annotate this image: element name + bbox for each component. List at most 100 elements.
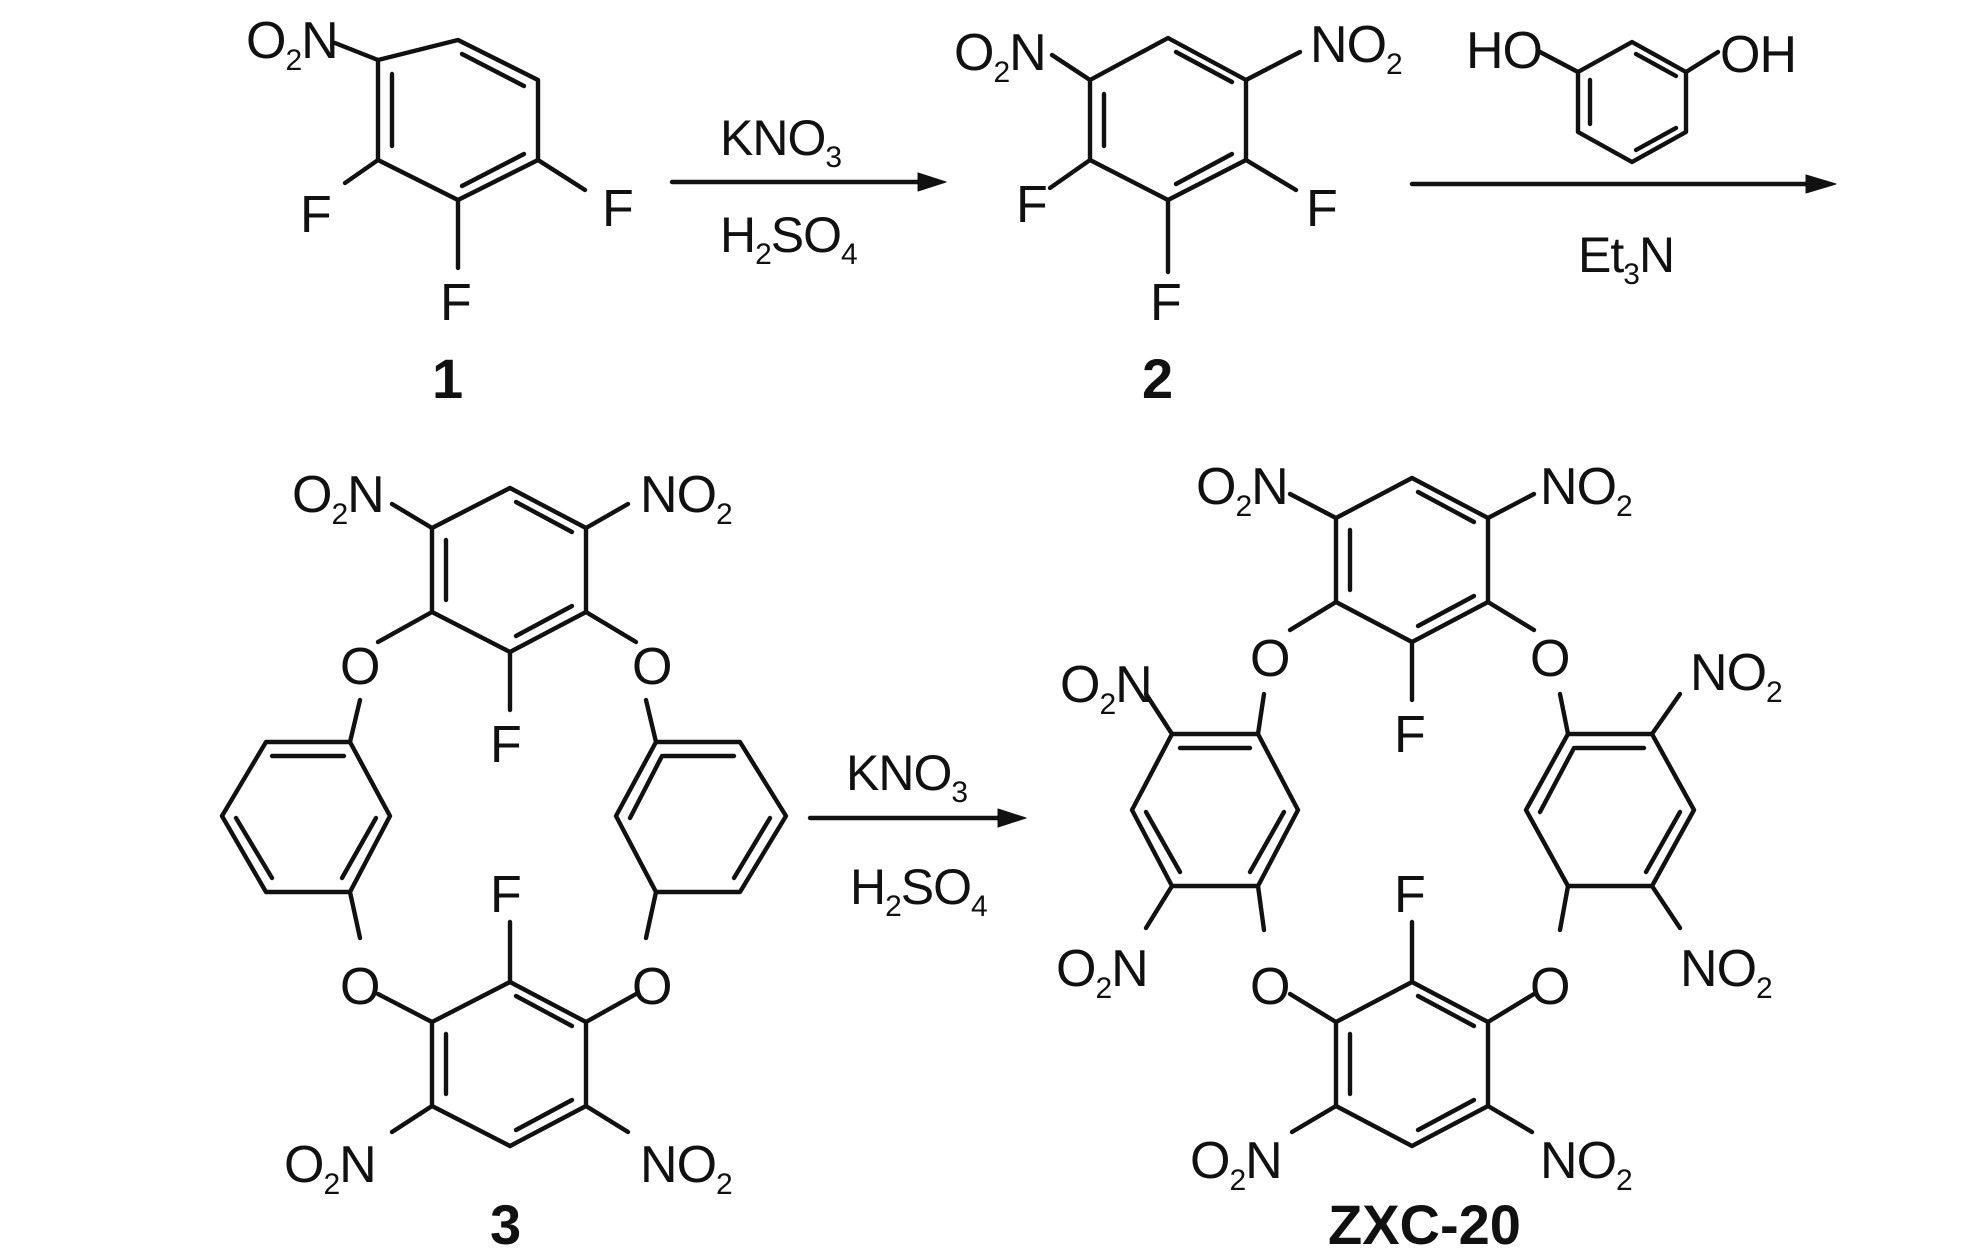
resorcinol-ring [1575,39,1689,165]
resorcinol-structure: HO OH [1466,22,1797,165]
compound-3-right-ring [613,739,789,895]
zxc20-inner-bond [1643,809,1683,875]
compound-3-bottom-ring [429,979,589,1149]
compound-3-no2-label: NO2 [640,466,732,531]
compound-2-fluorine-label: F [1150,274,1181,332]
compound-3-label: 3 [490,1193,521,1252]
zxc20-inner-bond [1247,809,1287,875]
compound-2-f-bond [1047,157,1093,191]
resorcinol-ho-label: HO [1466,22,1542,80]
compound-1-no2-bond [332,40,381,63]
zxc20-no2-bond [1485,1103,1535,1135]
compound-3-ether-bond [375,991,435,1025]
zxc20-ether-bond [1557,691,1571,737]
compound-3-inner-bond [513,1097,575,1133]
reagent-h2so4: H2SO4 [720,207,857,271]
resorcinol-inner-bond [1633,51,1679,79]
reaction-arrow-1 [669,172,947,192]
compound-2-inner-bond [1173,49,1235,85]
compound-2-no2-label: NO2 [1310,16,1402,81]
compound-3-ether-oxygen: O [340,638,379,696]
zxc20-no2-bond [1287,491,1339,521]
compound-2-label: 2 [1142,347,1173,410]
zxc20-ether-bond [1255,883,1267,933]
zxc20-bottom-ring [1333,979,1491,1149]
zxc20-ether-bond [1485,599,1537,633]
zxc20-no2-label: NO2 [1540,1132,1632,1197]
zxc20-ether-oxygen: O [1250,958,1289,1016]
zxc20-ether-bond [1287,991,1339,1025]
zxc20-ether-oxygen: O [1250,630,1289,688]
zxc20-ether-oxygen: O [1530,958,1569,1016]
arrowhead [917,172,947,192]
compound-1-fluorine-label: F [300,186,331,244]
compound-3-ether-bond [583,609,639,645]
resorcinol-inner-bond [1633,125,1679,153]
resorcinol-oh-label: OH [1720,26,1796,84]
zxc20-no2-label: O2N [1056,940,1148,1005]
compound-zxc20-label: ZXC-20 [1328,1193,1521,1252]
compound-3-inner-bond [731,815,773,881]
compound-3-inner-bond [513,603,575,639]
compound-2-ring [1087,35,1249,203]
compound-3-inner-bond [233,815,275,881]
zxc20-no2-label: NO2 [1680,940,1772,1005]
zxc20-no2-bond [1143,691,1175,737]
compound-3-fluorine-label: F [490,866,521,924]
zxc20-ether-bond [1255,691,1267,737]
compound-2-fluorine-label: F [1016,176,1047,234]
compound-1-inner-bond [459,51,527,89]
zxc20-no2-label: O2N [1060,656,1152,721]
compound-2-no2-label: O2N [954,24,1046,89]
zxc20-inner-bond [1415,1097,1477,1133]
compound-3-no2-bond [583,1103,631,1135]
zxc20-inner-bond [1415,489,1477,525]
compound-3-inner-bond [627,753,665,821]
compound-3-no2-label: NO2 [640,1136,732,1201]
zxc20-no2-label: NO2 [1690,644,1782,709]
compound-3-no2-label: O2N [292,466,384,531]
compound-3-inner-bond [339,815,379,881]
zxc20-no2-label: O2N [1196,458,1288,523]
reagent-et3n: Et3N [1578,227,1674,291]
compound-3-ether-bond [643,697,659,745]
compound-3-no2-bond [389,501,435,531]
zxc20-ether-bond [1485,991,1537,1025]
zxc20-top-ring [1333,475,1491,645]
compound-3-ether-bond [375,609,435,645]
compound-1-structure: O2N F F F 1 [246,12,634,410]
zxc20-ether-bond [1557,883,1571,933]
compound-2-inner-bond [1173,151,1235,187]
compound-3-ether-oxygen: O [632,958,671,1016]
compound-1-label: 1 [432,347,463,410]
resorcinol-oh-bond [1537,49,1581,75]
compound-1-ring [375,37,541,203]
zxc20-no2-bond [1649,691,1683,737]
compound-1-inner-bond [459,151,527,189]
zxc20-no2-bond [1485,491,1537,521]
arrowhead [997,808,1027,828]
zxc20-inner-bond [1415,593,1477,629]
compound-3-ether-oxygen: O [632,638,671,696]
resorcinol-oh-bond [1683,49,1721,75]
compound-3-fluorine-label: F [490,716,521,774]
compound-3-inner-bond [513,993,575,1029]
arrowhead [1805,174,1837,194]
compound-1-f-bond [535,157,588,193]
compound-zxc20-structure: O2N NO2 F O O O2N O2N NO2 NO2 [1056,458,1783,1252]
zxc20-ether-oxygen: O [1530,630,1569,688]
compound-3-ether-bond [347,697,363,745]
zxc20-no2-bond [1649,883,1683,931]
reagent-h2so4: H2SO4 [850,859,987,923]
compound-3-no2-bond [583,501,631,531]
zxc20-fluorine-label: F [1394,706,1425,764]
zxc20-no2-bond [1143,883,1175,931]
zxc20-left-ring [1129,731,1301,889]
compound-3-no2-bond [389,1103,435,1135]
zxc20-no2-label: O2N [1190,1132,1282,1197]
zxc20-right-ring [1523,731,1697,889]
compound-3-ether-bond [583,991,639,1025]
compound-3-structure: O2N NO2 F O O F O O O2N NO2 3 [219,466,789,1252]
compound-1-f-bond [342,157,381,186]
